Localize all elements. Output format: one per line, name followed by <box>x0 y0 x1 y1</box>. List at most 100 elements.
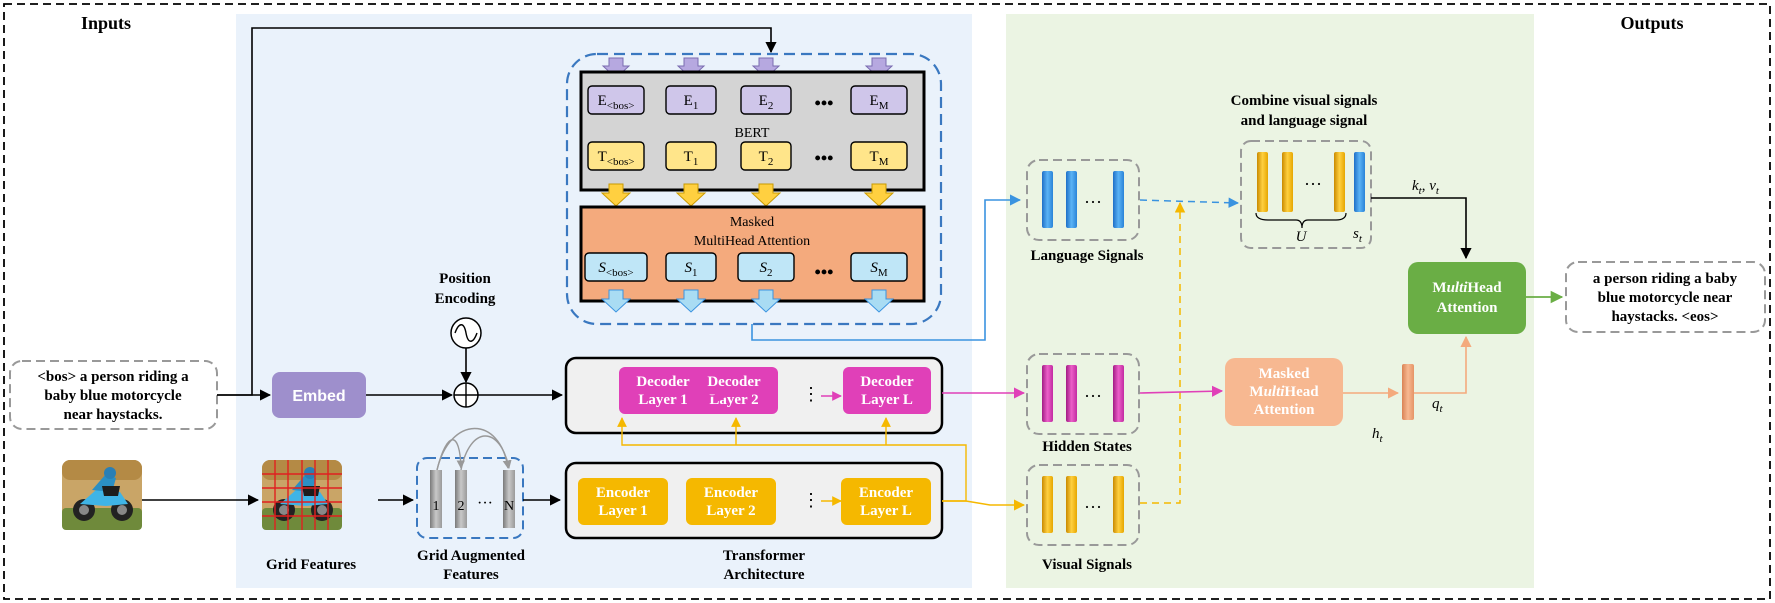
signal-dots: ··· <box>1084 192 1102 212</box>
output-caption: a person riding a baby blue motorcycle n… <box>1565 261 1766 333</box>
grid-features-label: Grid Features <box>266 557 356 573</box>
svg-text:E1: E1 <box>684 93 699 112</box>
st-label: st <box>1353 226 1363 245</box>
visual-signals-label: Visual Signals <box>1042 557 1132 573</box>
grid-col-2: 2 <box>458 499 465 514</box>
bert-to-mha-arrow <box>750 183 782 207</box>
masked-mha2-line1: Masked <box>1259 366 1310 382</box>
bert-to-mha-arrow <box>863 183 895 207</box>
bert-emb-dots: ••• <box>815 93 834 113</box>
input-caption-line1: <bos> a person riding a <box>37 369 189 385</box>
combined-visual-bar <box>1334 152 1345 212</box>
encoder-layer-label-line2: Layer L <box>860 503 912 519</box>
encoder-layer-label-line1: Encoder <box>859 485 914 501</box>
attention-state-token: S1 <box>665 252 717 282</box>
embed-label: Embed <box>292 388 345 405</box>
language-signals-label: Language Signals <box>1031 248 1144 264</box>
final-mha-line2: Attention <box>1437 300 1498 316</box>
output-caption-line2: blue motorcycle near <box>1598 290 1733 306</box>
embedding-token: E2 <box>740 85 792 115</box>
query-bar <box>1402 364 1414 420</box>
hidden-states-label: Hidden States <box>1042 439 1132 455</box>
motorcycle-image <box>62 460 142 530</box>
svg-text:S<bos>: S<bos> <box>598 260 633 279</box>
outputs-header: Outputs <box>1620 13 1683 33</box>
masked-mha2-line3: Attention <box>1254 402 1315 418</box>
bert-label: BERT <box>735 126 770 141</box>
add-icon <box>453 382 479 408</box>
final-mha-block <box>1408 262 1526 334</box>
final-mha-line1: MultiHead <box>1432 280 1502 296</box>
combined-language-bar <box>1354 152 1365 212</box>
combine-container <box>1240 140 1372 249</box>
bert-output-token: T1 <box>665 141 717 171</box>
grid-col-n: N <box>504 499 514 514</box>
svg-text:E<bos>: E<bos> <box>598 93 635 112</box>
svg-text:E2: E2 <box>759 93 774 112</box>
svg-text:S2: S2 <box>760 260 773 279</box>
attention-state-token: S<bos> <box>584 252 648 282</box>
decoder-layer-label-line2: Layer L <box>861 392 913 408</box>
masked-mha2-line2: MultiHead <box>1249 384 1319 400</box>
hidden-states-group: ··· <box>1026 353 1140 435</box>
masked-mha2-block <box>1225 358 1343 426</box>
input-caption: <bos> a person riding a baby blue motorc… <box>9 360 218 430</box>
position-encoding-label-line1: Position <box>439 271 491 287</box>
combined-visual-bar <box>1257 152 1268 212</box>
language-signals-group: ··· <box>1026 159 1140 241</box>
embed-block <box>272 372 366 418</box>
decoder-layer-label-line1: Decoder <box>860 374 914 390</box>
transformer-label-line1: Transformer <box>723 548 806 564</box>
embedding-token: E1 <box>665 85 717 115</box>
mha-output-arrow <box>600 289 632 313</box>
decoder-layer-label-line2: Layer 2 <box>709 392 758 408</box>
embedding-token: E<bos> <box>587 85 645 115</box>
encoder-layer-label-line2: Layer 1 <box>598 503 647 519</box>
attention-state-token: SM <box>850 252 908 282</box>
decoder-layer-label-line1: Decoder <box>707 374 761 390</box>
svg-text:TM: TM <box>870 149 889 168</box>
svg-text:T<bos>: T<bos> <box>598 149 635 168</box>
combined-visual-bar <box>1282 152 1293 212</box>
grid-augmented-label-line1: Grid Augmented <box>417 548 526 564</box>
mha-output-arrow <box>750 289 782 313</box>
kv-label: kt, vt <box>1412 178 1440 197</box>
mha-output-arrow <box>863 289 895 313</box>
combine-dots: ··· <box>1304 174 1322 194</box>
bert-to-mha-arrow <box>675 183 707 207</box>
grid-augmented-features: 1 2 ··· N <box>416 427 524 539</box>
sine-wave-icon <box>450 317 482 349</box>
grid-features-image <box>262 460 342 530</box>
grid-col-1: 1 <box>433 499 440 514</box>
attention-state-token: S2 <box>737 252 795 282</box>
combine-label-line2: and language signal <box>1241 113 1368 129</box>
bert-tok-dots: ••• <box>815 148 834 168</box>
mha-dots: ••• <box>815 262 834 282</box>
grid-dots: ··· <box>477 495 493 512</box>
input-caption-line2: baby blue motorcycle <box>44 388 182 404</box>
position-encoding-label-line2: Encoding <box>435 291 496 307</box>
encoder-layer-label-line2: Layer 2 <box>706 503 755 519</box>
svg-text:SM: SM <box>870 260 888 279</box>
signal-dots: ··· <box>1084 386 1102 406</box>
u-label: U <box>1296 229 1308 245</box>
inputs-header: Inputs <box>81 13 131 33</box>
encoder-layer-label-line1: Encoder <box>596 485 651 501</box>
u-brace <box>1255 212 1347 229</box>
svg-text:T1: T1 <box>684 149 699 168</box>
svg-text:EM: EM <box>870 93 889 112</box>
svg-text:T2: T2 <box>759 149 774 168</box>
encoder-layer-label-line1: Encoder <box>704 485 759 501</box>
decoder-layer-label-line1: Decoder <box>636 374 690 390</box>
decoder-vdots: ⋮ <box>802 384 820 404</box>
bert-to-mha-arrow <box>600 183 632 207</box>
bert-output-token: T<bos> <box>587 141 645 171</box>
decoder-layer-label-line2: Layer 1 <box>638 392 687 408</box>
bert-output-token: TM <box>850 141 908 171</box>
